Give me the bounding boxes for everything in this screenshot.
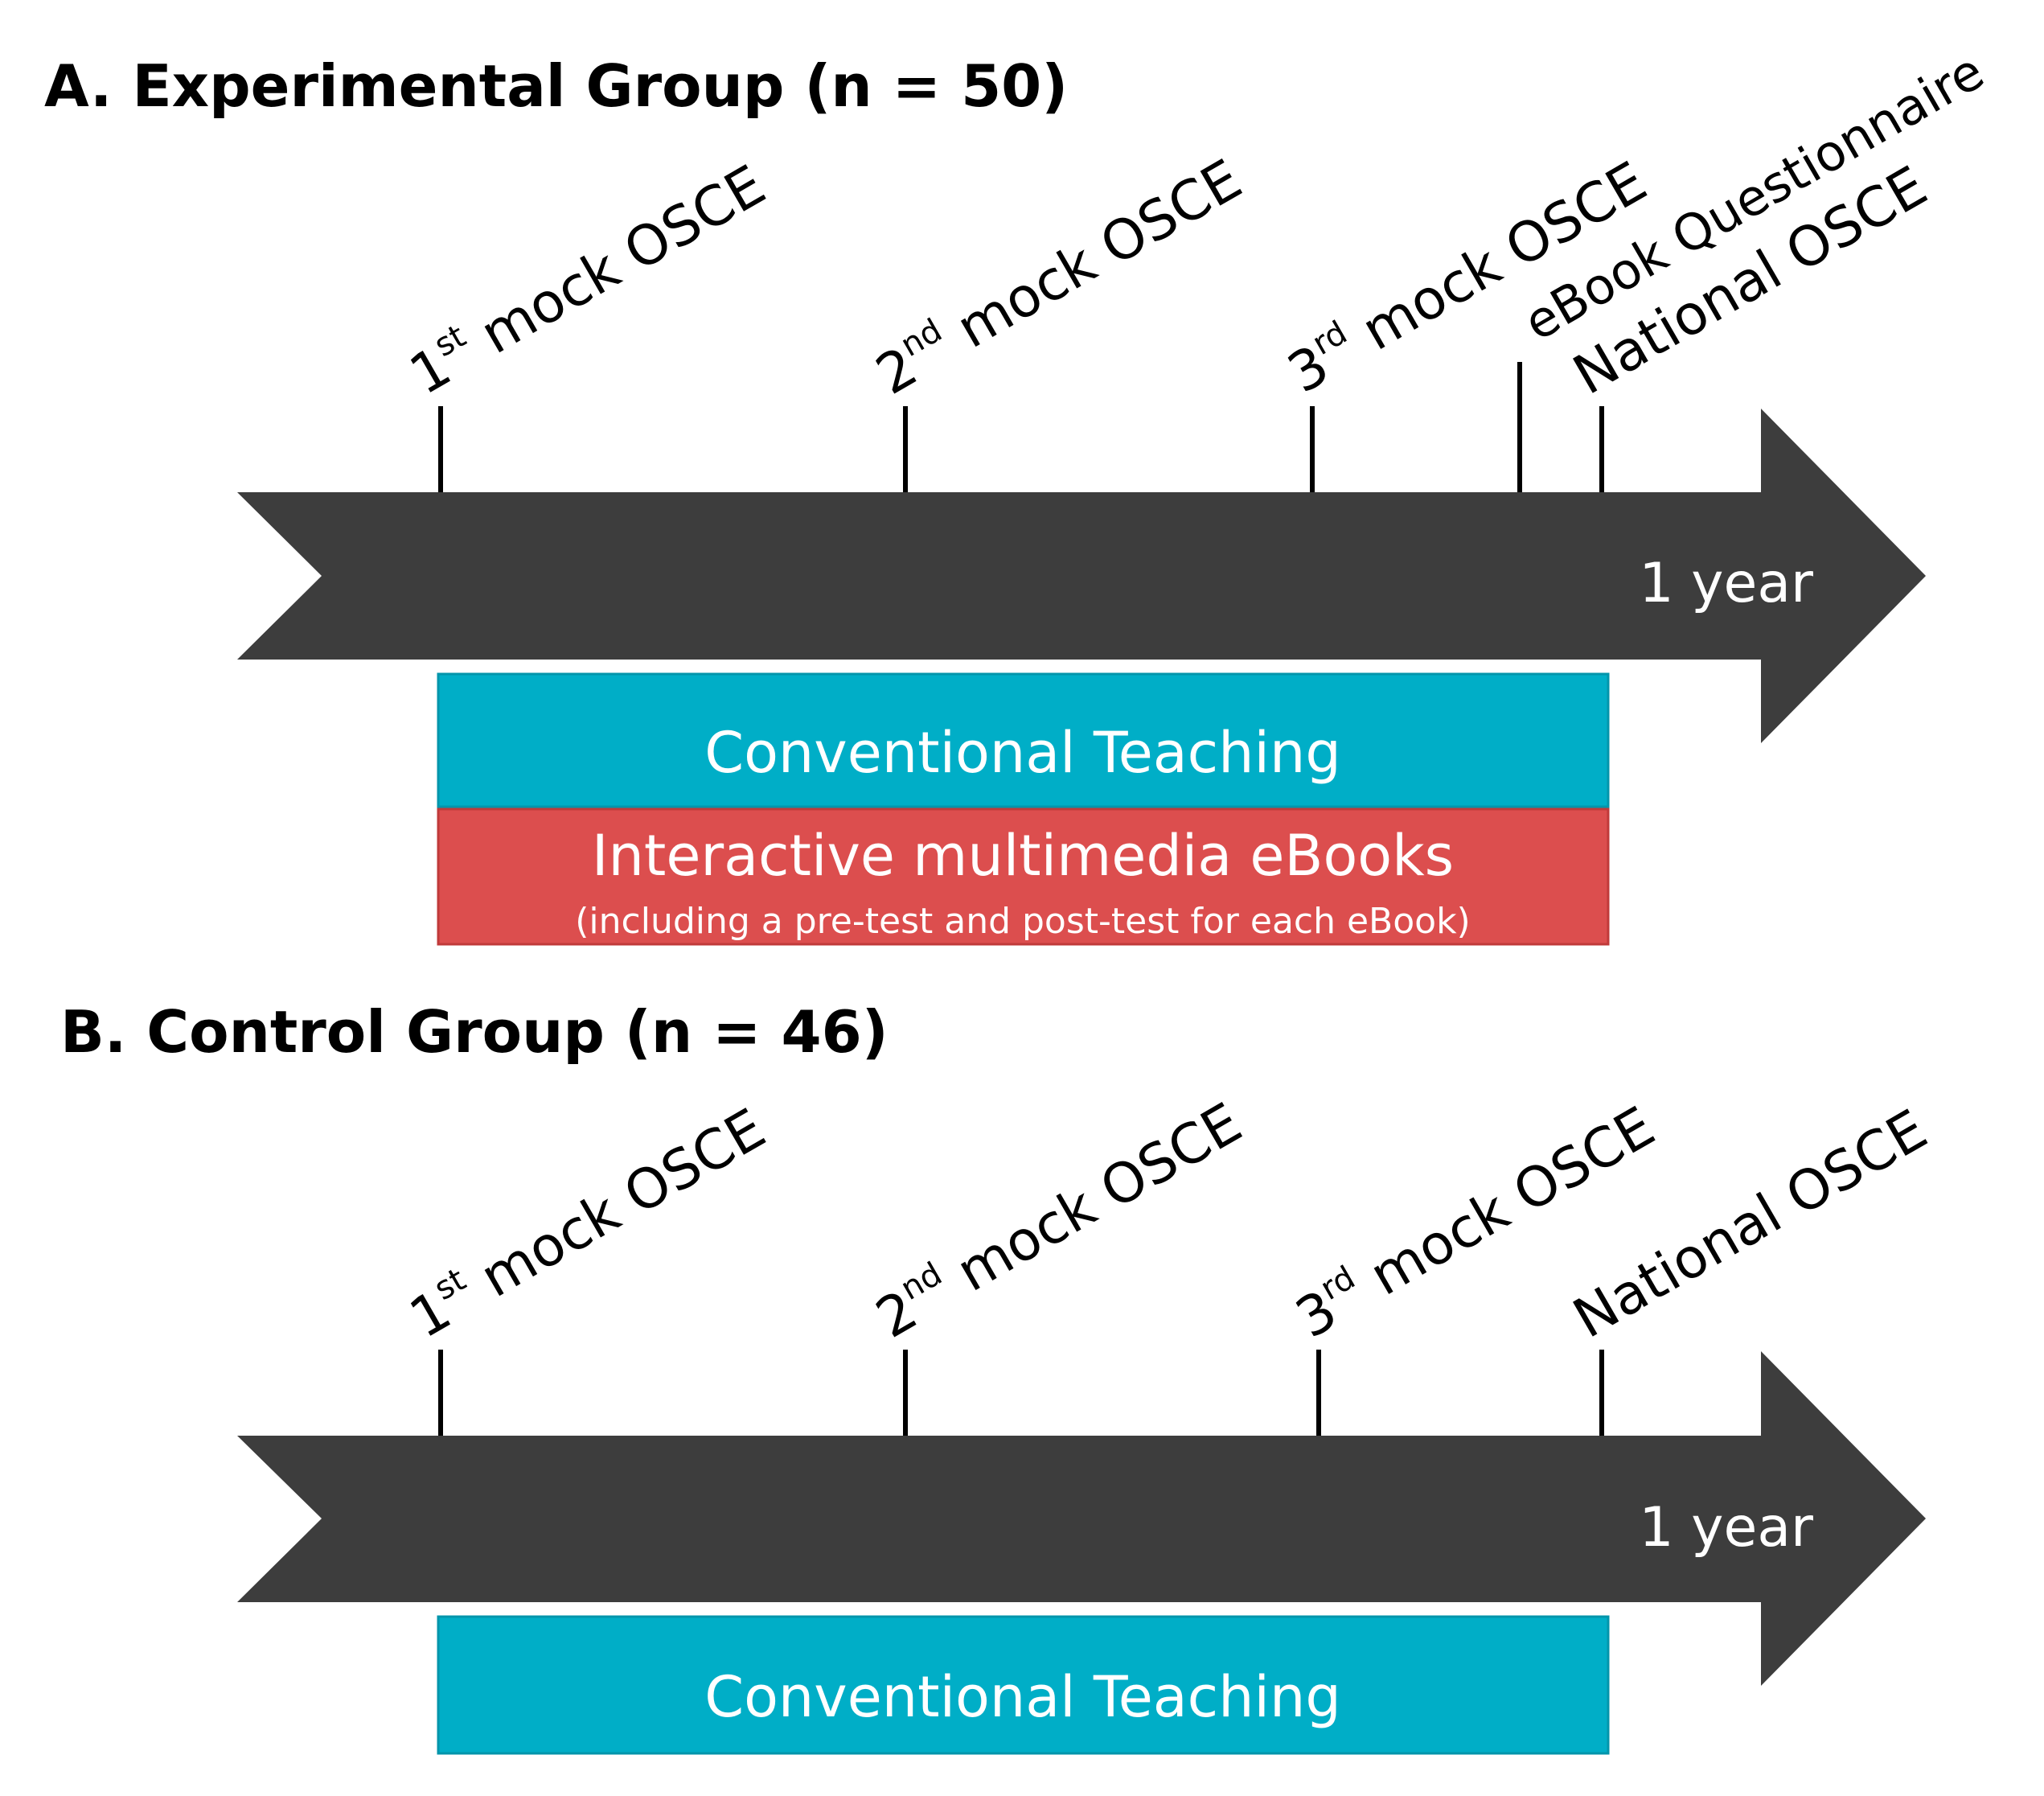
- panel-a-ebooks-sublabel: (including a pre-test and post-test for …: [575, 901, 1470, 942]
- panel-b-conventional-teaching-bar: [437, 1615, 1610, 1755]
- panel-a-conventional-teaching-label: Conventional Teaching: [704, 720, 1341, 786]
- panel-a-ebooks-label: Interactive multimedia eBooks: [592, 823, 1454, 889]
- panel-a-milestone-2-label: 2nd mock OSCE: [864, 145, 1252, 407]
- panel-a-duration-label: 1 year: [1639, 552, 1813, 615]
- panel-a-ebooks-bar: [437, 808, 1610, 946]
- panel-b-title: B. Control Group (n = 46): [60, 998, 889, 1066]
- panel-b-milestone-1-label: 1st mock OSCE: [398, 1094, 776, 1350]
- panel-control-group: B. Control Group (n = 46) 1 year 1st moc…: [60, 998, 1938, 1755]
- panel-a-title: A. Experimental Group (n = 50): [44, 52, 1068, 120]
- panel-a-milestone-1-label: 1st mock OSCE: [398, 150, 776, 407]
- panel-b-conventional-teaching-label: Conventional Teaching: [704, 1664, 1341, 1730]
- panel-b-duration-label: 1 year: [1639, 1496, 1813, 1560]
- panel-b-timeline-arrow: [237, 1351, 1926, 1686]
- panel-experimental-group: A. Experimental Group (n = 50) 1 year 1s…: [44, 42, 1993, 946]
- panel-b-milestone-2-label: 2nd mock OSCE: [864, 1088, 1252, 1350]
- panel-a-timeline-arrow: [237, 409, 1926, 743]
- panel-a-conventional-teaching-bar: [437, 672, 1610, 808]
